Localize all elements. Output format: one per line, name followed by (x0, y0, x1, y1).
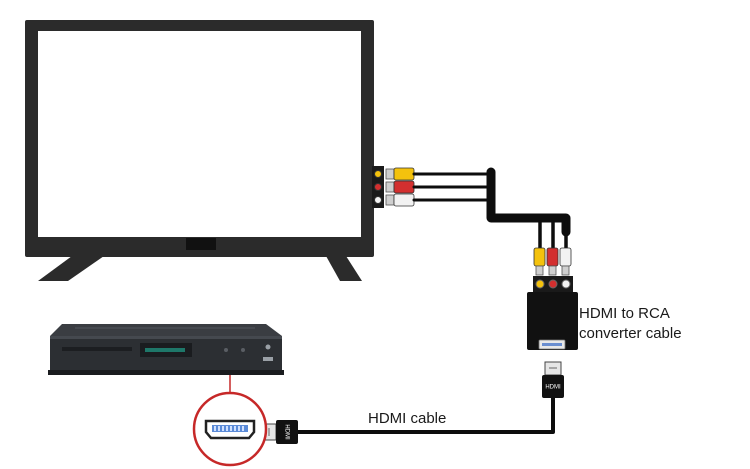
tv-rca-jack-red (374, 183, 382, 191)
hdmi-to-rca-converter (527, 276, 578, 350)
player-usb-port (263, 357, 273, 361)
rca-plug-yellow-tv (385, 168, 395, 180)
hdmi-plug-converter-side: HDMI (542, 361, 564, 398)
converter-box (527, 292, 578, 350)
hdmi-plug-label-horizontal: HDMI (283, 424, 289, 440)
tv-logo-badge (186, 238, 216, 250)
media-player (48, 324, 284, 375)
rca-plugs-converter-side (533, 247, 572, 276)
rca-cable-bundle (412, 167, 571, 254)
hdmi-port-magnifier (192, 366, 268, 467)
hdmi-plug-player-side: HDMI (261, 420, 298, 444)
tv-rca-jack-white (374, 196, 382, 204)
rca-plugs-tv-side (385, 167, 415, 207)
rca-plug-red-converter (546, 247, 559, 267)
player-disc-tray (62, 347, 132, 351)
player-top-surface (50, 324, 282, 336)
converter-label-line1: HDMI to RCA (579, 305, 670, 322)
hdmi-cable-label: HDMI cable (368, 410, 447, 427)
player-button-right (241, 348, 245, 352)
tv-rca-jack-yellow (374, 170, 382, 178)
hdmi-plug-body-horizontal (276, 420, 298, 444)
tv-stand-right-leg (326, 256, 362, 281)
player-button-left (224, 348, 228, 352)
hdmi-cable (298, 398, 555, 434)
player-base (48, 370, 284, 375)
rca-plug-white-converter (559, 247, 572, 267)
rca-plug-yellow-converter (533, 247, 546, 267)
rca-plug-white-tv (385, 194, 395, 206)
player-power-icon (265, 344, 271, 350)
tv-stand-left-leg (38, 256, 104, 281)
television (25, 20, 384, 281)
converter-label: HDMI to RCA converter cable (579, 304, 682, 344)
hdmi-plug-label-vertical: HDMI (545, 385, 561, 391)
tv-screen (38, 31, 361, 237)
converter-label-line2: converter cable (579, 325, 682, 342)
rca-plug-red-tv (385, 181, 395, 193)
